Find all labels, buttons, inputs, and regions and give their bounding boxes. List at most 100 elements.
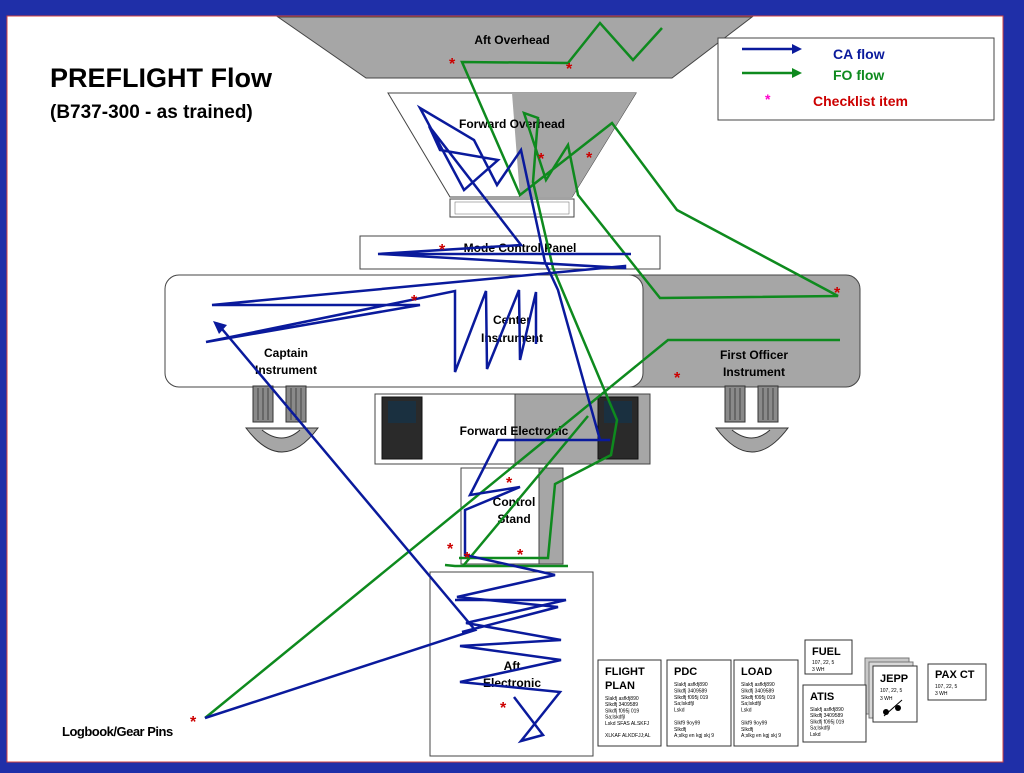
checklist-star: * xyxy=(411,293,418,310)
overhead-strip-inner xyxy=(454,201,570,215)
checklist-star: * xyxy=(834,285,841,302)
doc-pax-ct: PAX CT 107, 22, 5 3 WH xyxy=(927,663,987,701)
center-instrument-label-2: Instrument xyxy=(481,331,543,345)
ca-flow-path-2 xyxy=(205,104,631,441)
doc-load-line: Sa;lskdfjl xyxy=(741,701,761,707)
checklist-star: * xyxy=(500,700,507,717)
doc-atis-title: ATIS xyxy=(810,691,834,703)
aft-overhead-label: Aft Overhead xyxy=(474,33,549,47)
doc-jepp-line: 107, 22, 5 xyxy=(880,688,902,694)
doc-load-line: Slkdfj xyxy=(741,727,753,733)
doc-load-line: Lskd xyxy=(741,708,752,714)
doc-flight-plan-line: XLKAF ALKDFJJ;AL xyxy=(605,733,651,739)
checklist-stars: * * * * * * * * * * * * * * xyxy=(190,56,841,731)
checklist-star: * xyxy=(506,475,513,492)
doc-jepp-title: JEPP xyxy=(880,673,908,685)
doc-pdc-line: Slakfj asfkfj890 xyxy=(674,682,708,688)
captain-instrument-label-2: Instrument xyxy=(255,363,317,377)
doc-pdc-title: PDC xyxy=(674,666,697,678)
doc-pdc-line: Slkdfj 3409589 xyxy=(674,688,707,694)
doc-fuel-line: 107, 22, 5 xyxy=(812,660,834,666)
doc-load-line: Slkdfj 3409589 xyxy=(741,688,774,694)
doc-fuel-line: 3 WH xyxy=(812,667,825,673)
doc-jepp: JEPP 107, 22, 5 3 WH xyxy=(864,657,918,723)
doc-atis-line: Slkdfj f095j 019 xyxy=(810,719,844,725)
page-title: PREFLIGHT Flow xyxy=(50,63,273,93)
checklist-star: * xyxy=(190,714,197,731)
legend-fo-arrow xyxy=(792,68,802,78)
overhead-strip xyxy=(449,198,575,218)
doc-fuel: FUEL 107, 22, 5 3 WH xyxy=(804,639,853,675)
captain-yoke xyxy=(244,385,320,453)
doc-load-line: Slakfj asfkfj890 xyxy=(741,682,775,688)
fo-flow-path-3 xyxy=(459,21,839,560)
checklist-star: * xyxy=(586,150,593,167)
captain-instrument-label-1: Captain xyxy=(264,346,308,360)
aft-overhead-panel xyxy=(276,16,754,79)
doc-load-title: LOAD xyxy=(741,666,772,678)
fo-flow-path-2 xyxy=(444,563,568,568)
doc-flight-plan-title-2: PLAN xyxy=(605,680,635,692)
forward-overhead-label: Forward Overhead xyxy=(459,117,565,131)
captain-instrument-panel xyxy=(164,274,644,388)
doc-flight-plan-title-1: FLIGHT xyxy=(605,666,645,678)
doc-pdc-line: Slkdfj xyxy=(674,727,686,733)
doc-jepp-line: 3 WH xyxy=(880,696,893,702)
checklist-star: * xyxy=(449,56,456,73)
doc-atis-line: Slakfj asfkfj890 xyxy=(810,707,844,713)
fo-flow-path-1 xyxy=(204,338,840,719)
ca-flow-path-1 xyxy=(216,322,610,634)
ca-flow-arrowhead xyxy=(213,321,227,334)
doc-flight-plan-line: Lskd SFAS ALSKFJ xyxy=(605,721,650,727)
checklist-star: * xyxy=(439,242,446,259)
legend-star: * xyxy=(765,91,771,107)
ca-flow-path-3 xyxy=(455,598,567,744)
cdu-captain-screen xyxy=(388,401,416,423)
ca-flow-path-4 xyxy=(204,628,476,720)
checklist-star: * xyxy=(566,61,573,78)
doc-flight-plan-line: Slkdfj f095j 019 xyxy=(605,708,639,714)
doc-atis-line: Lskd xyxy=(810,732,821,738)
doc-load-line: Slkdfj f095j 019 xyxy=(741,695,775,701)
doc-pax-ct-title: PAX CT xyxy=(935,669,975,681)
checklist-star: * xyxy=(464,550,471,567)
doc-atis-line: Slkdfj 3409589 xyxy=(810,713,843,719)
doc-flight-plan-line: Slkdfj 3409589 xyxy=(605,702,638,708)
doc-pax-ct-line: 3 WH xyxy=(935,691,948,697)
page-subtitle: (B737-300 - as trained) xyxy=(50,102,253,123)
doc-fuel-title: FUEL xyxy=(812,646,841,658)
first-officer-label-2: Instrument xyxy=(723,365,785,379)
legend-ca-label: CA flow xyxy=(833,46,885,62)
doc-pdc-line: A;slkg en kgj skj 9 xyxy=(674,733,714,739)
doc-flight-plan-line: Slakfj asfkfj890 xyxy=(605,696,639,702)
doc-pdc-line: Slkdfj f095j 019 xyxy=(674,695,708,701)
doc-pdc-line: Slkf9 9oy99 xyxy=(674,720,700,726)
doc-load-line: Slkf9 9oy99 xyxy=(741,720,767,726)
legend-checklist-label: Checklist item xyxy=(813,93,908,109)
legend-box xyxy=(717,37,995,121)
control-stand-label-1: Control xyxy=(493,495,536,509)
doc-atis-line: Sa;lskdfjl xyxy=(810,726,830,732)
legend-ca-arrow xyxy=(792,44,802,54)
doc-load-line: A;slkg en kgj skj 9 xyxy=(741,733,781,739)
legend-fo-label: FO flow xyxy=(833,67,884,83)
first-officer-yoke xyxy=(714,385,790,453)
center-instrument-label-1: Center xyxy=(493,313,531,327)
logbook-label: Logbook/Gear Pins xyxy=(62,724,173,739)
doc-flight-plan-line: Sa;lskdfjl xyxy=(605,715,625,721)
doc-pax-ct-line: 107, 22, 5 xyxy=(935,684,957,690)
doc-pdc-line: Lskd xyxy=(674,708,685,714)
first-officer-label-1: First Officer xyxy=(720,348,788,362)
checklist-star: * xyxy=(517,547,524,564)
checklist-star: * xyxy=(674,370,681,387)
